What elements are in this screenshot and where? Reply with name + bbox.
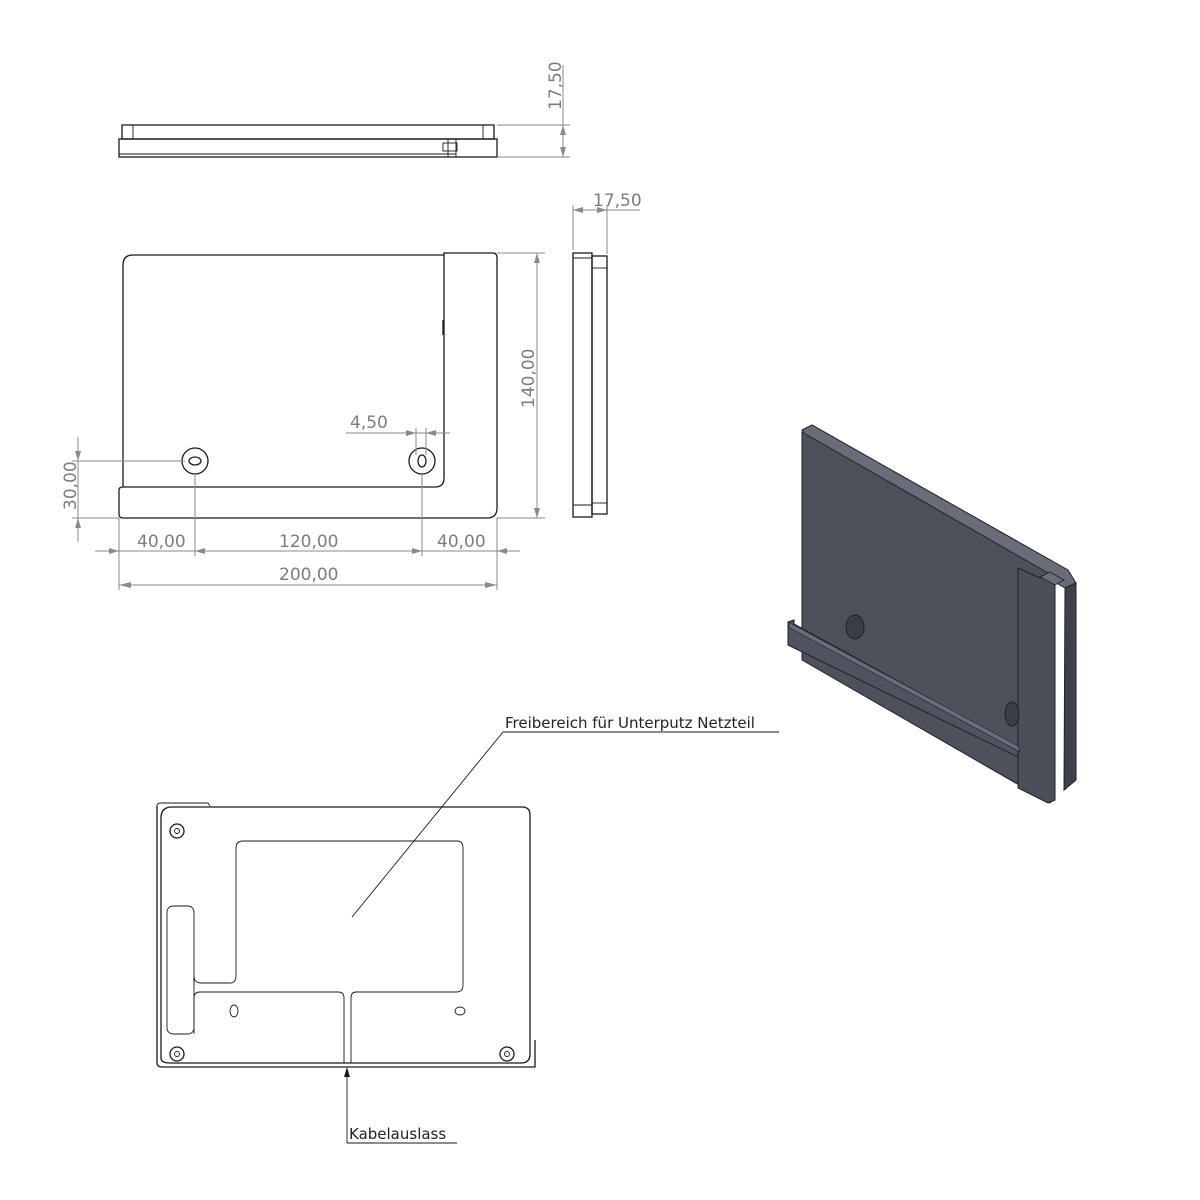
front-view: 4,50 30,00 140,00 40,00 120,00 40,00 200…	[61, 252, 545, 590]
dim-top-height: 17,50	[546, 61, 566, 110]
dim-slot-width: 4,50	[350, 413, 388, 433]
dim-side-depth: 17,50	[593, 191, 642, 211]
dim-right-offset: 40,00	[437, 532, 486, 552]
isometric-3d-view	[787, 424, 1077, 804]
rear-view: Freibereich für Unterputz Netzteil Kabel…	[156, 714, 779, 1144]
dim-left-offset: 40,00	[137, 532, 186, 552]
label-cable-outlet: Kabelauslass	[349, 1125, 446, 1143]
dim-hole-height: 30,00	[61, 461, 81, 510]
label-power-supply-area: Freibereich für Unterputz Netzteil	[505, 714, 755, 732]
side-view: 17,50	[572, 191, 642, 518]
dim-front-height: 140,00	[519, 349, 539, 408]
dim-hole-spacing: 120,00	[279, 532, 338, 552]
top-view: 17,50	[118, 61, 570, 158]
dim-total-width: 200,00	[279, 565, 338, 585]
